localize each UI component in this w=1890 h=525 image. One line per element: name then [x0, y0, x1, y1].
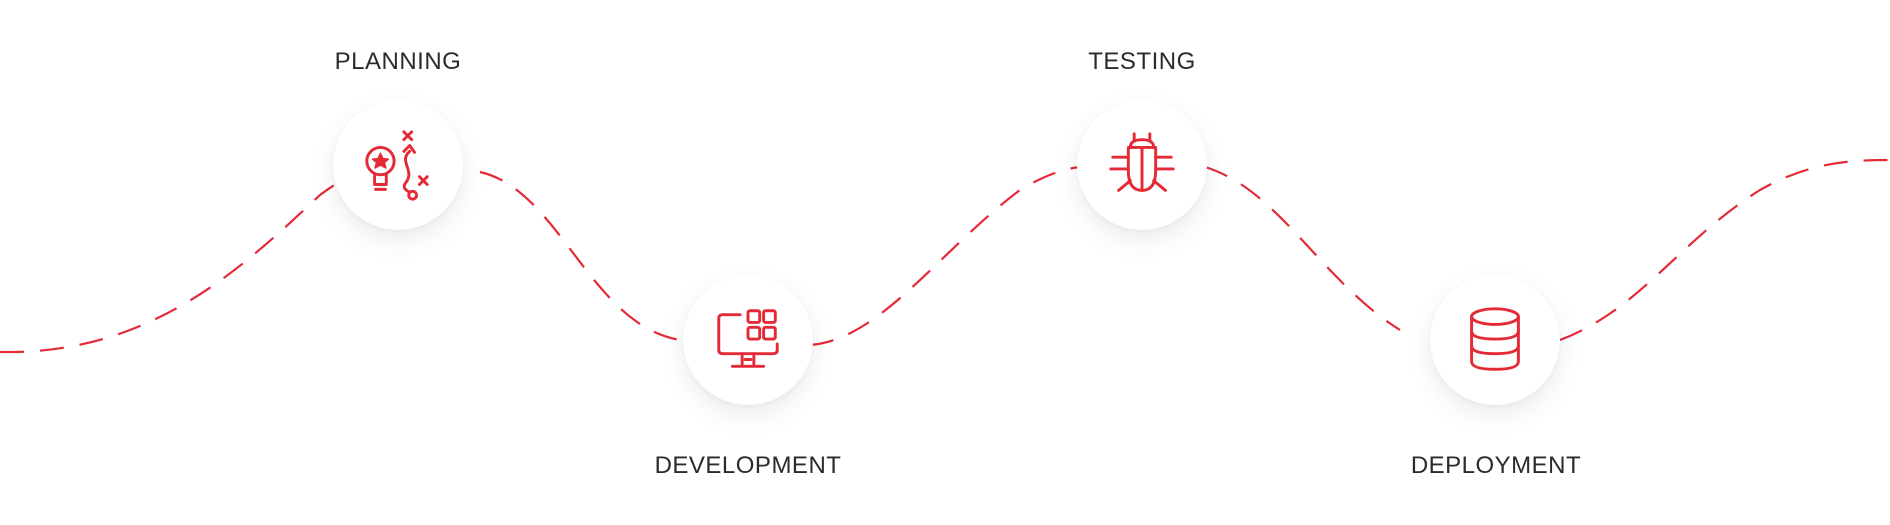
step-label-deployment: DEPLOYMENT	[1410, 452, 1582, 479]
step-node-development	[683, 275, 813, 405]
step-label-planning: PLANNING	[334, 48, 462, 75]
step-node-deployment	[1430, 275, 1560, 405]
step-label-testing: TESTING	[1088, 48, 1196, 75]
lightbulb-strategy-icon	[365, 130, 429, 201]
step-node-testing	[1077, 100, 1207, 230]
step-node-planning	[333, 100, 463, 230]
step-label-development: DEVELOPMENT	[654, 452, 842, 479]
database-icon	[1470, 307, 1520, 371]
monitor-apps-icon	[717, 309, 779, 368]
bug-icon	[1109, 132, 1175, 192]
